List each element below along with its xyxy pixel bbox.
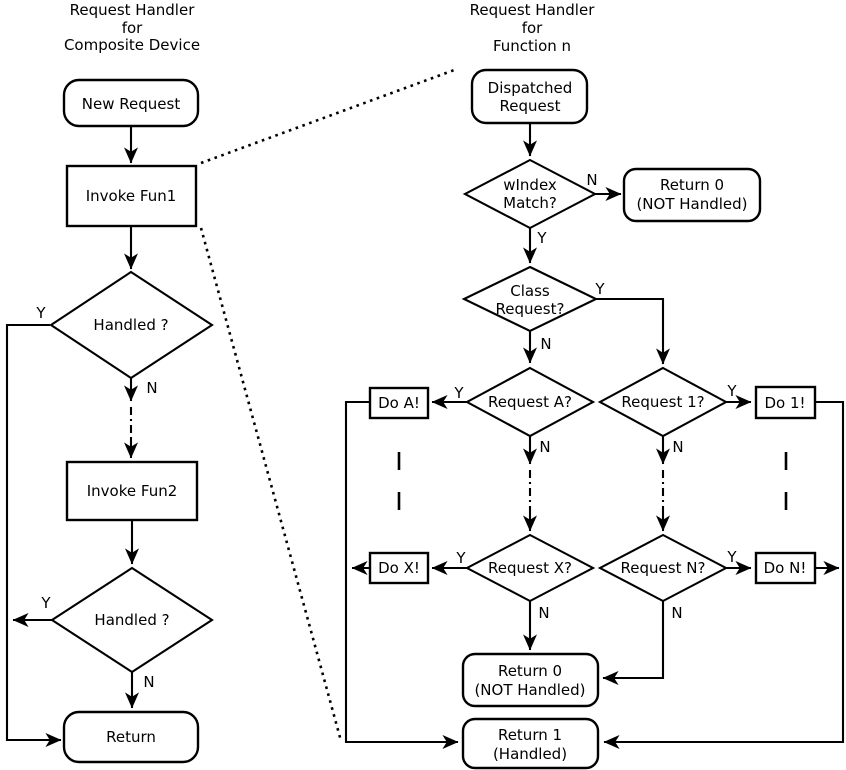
- label-request-n-yes: Y: [726, 548, 737, 566]
- edge-class-yes-to-request1: [595, 297, 670, 365]
- label-request-x-no: N: [538, 604, 549, 622]
- node-windex-match-line1: wIndex: [503, 176, 557, 194]
- dotted-connector-top: [200, 67, 458, 165]
- node-return-label: Return: [106, 728, 156, 746]
- node-class-request-decision: [461, 265, 599, 333]
- label-request-a-no: N: [539, 438, 550, 456]
- node-request-a-label: Request A?: [488, 393, 572, 411]
- label-handled1-yes: Y: [35, 304, 46, 322]
- node-class-request-line1: Class: [510, 282, 550, 300]
- node-do-n-label: Do N!: [764, 559, 807, 577]
- node-return0-top: [622, 167, 762, 223]
- node-class-request-line2: Request?: [496, 300, 565, 318]
- right-title-line1: Request Handler: [470, 1, 596, 19]
- dotted-connector-bottom: [199, 227, 343, 742]
- node-new-request: [62, 78, 200, 128]
- node-handled1-decision: [49, 270, 214, 380]
- right-flowchart: Request Handler for Function n Dispa: [344, 1, 845, 770]
- node-do-n: [754, 551, 817, 585]
- right-title-line3: Function n: [493, 37, 571, 55]
- node-invoke-fun1-label: Invoke Fun1: [86, 187, 177, 205]
- node-return0-bottom: [461, 652, 600, 708]
- node-do-1: [754, 385, 817, 420]
- node-handled1-label: Handled ?: [93, 316, 168, 334]
- label-handled2-yes: Y: [40, 594, 51, 612]
- node-dispatched-request-line2: Request: [500, 97, 561, 115]
- node-request-x-label: Request X?: [488, 559, 572, 577]
- node-do-a: [368, 386, 430, 420]
- label-handled2-no: N: [143, 673, 154, 691]
- zoom-detail-connectors: [199, 67, 458, 742]
- node-invoke-fun1: [65, 164, 198, 228]
- node-do-x-label: Do X!: [378, 559, 420, 577]
- node-return0-top-line2: (NOT Handled): [636, 195, 747, 213]
- label-windex-no: N: [586, 171, 597, 189]
- node-do-x: [368, 551, 430, 585]
- node-return0-bottom-line2: (NOT Handled): [474, 681, 585, 699]
- node-request-x-decision: [464, 533, 596, 603]
- node-dispatched-request: [470, 68, 589, 125]
- edge-do1-to-return1: [603, 400, 845, 749]
- label-windex-yes: Y: [536, 229, 547, 247]
- node-invoke-fun2-label: Invoke Fun2: [87, 482, 178, 500]
- node-do-1-label: Do 1!: [764, 394, 805, 412]
- label-class-yes: Y: [594, 280, 605, 298]
- edge-doa-to-return1: [344, 400, 459, 749]
- label-request-1-yes: Y: [726, 382, 737, 400]
- left-title-line1: Request Handler: [70, 1, 196, 19]
- node-return0-bottom-line1: Return 0: [498, 662, 562, 680]
- edge-handled1-yes-to-return: [5, 323, 62, 747]
- label-request-1-no: N: [672, 438, 683, 456]
- left-flowchart: Request Handler for Composite Device New…: [5, 1, 214, 764]
- node-new-request-label: New Request: [82, 95, 181, 113]
- node-return1-line1: Return 1: [498, 726, 562, 744]
- label-request-n-no: N: [671, 604, 682, 622]
- node-request-1-decision: [597, 366, 729, 438]
- node-invoke-fun2: [65, 460, 199, 522]
- node-do-a-label: Do A!: [378, 394, 420, 412]
- node-dispatched-request-line1: Dispatched: [488, 79, 573, 97]
- node-request-n-label: Request N?: [621, 559, 706, 577]
- node-return: [62, 710, 200, 764]
- edge-requestn-no-to-return0: [602, 601, 665, 685]
- right-title-line2: for: [522, 19, 543, 37]
- label-class-no: N: [540, 335, 551, 353]
- node-return1: [461, 717, 600, 770]
- node-request-1-label: Request 1?: [621, 393, 704, 411]
- label-handled1-no: N: [146, 379, 157, 397]
- node-windex-match-line2: Match?: [503, 194, 557, 212]
- node-request-n-decision: [597, 533, 729, 603]
- label-request-a-yes: Y: [453, 384, 464, 402]
- node-return1-line2: (Handled): [493, 745, 567, 763]
- node-return0-top-line1: Return 0: [660, 176, 724, 194]
- node-request-a-decision: [464, 366, 596, 438]
- left-title-line3: Composite Device: [64, 36, 200, 54]
- left-title-line2: for: [122, 19, 143, 37]
- node-windex-match-decision: [462, 158, 598, 230]
- node-handled2-decision: [50, 566, 214, 674]
- label-request-x-yes: Y: [455, 549, 466, 567]
- node-handled2-label: Handled ?: [94, 611, 169, 629]
